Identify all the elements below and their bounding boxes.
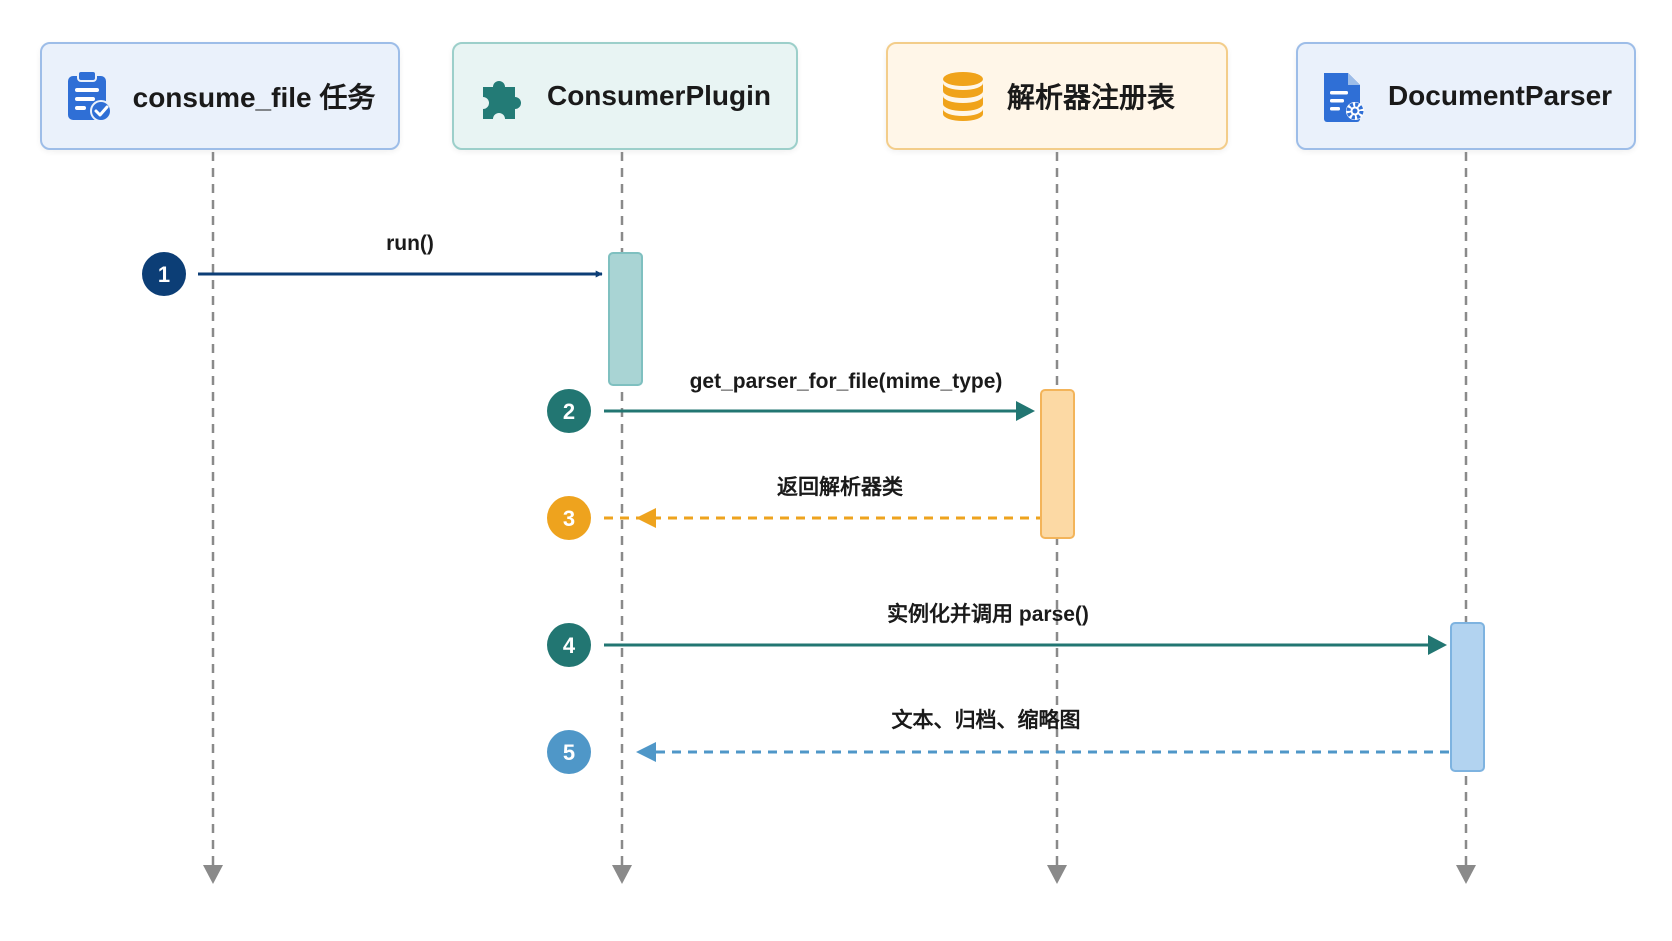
- lifelines: [203, 152, 1476, 884]
- step-number: 4: [563, 633, 576, 658]
- message-3: 3 返回解析器类: [547, 475, 1040, 540]
- message-2: 2 get_parser_for_file(mime_type): [547, 370, 1035, 433]
- arrow-head: [1428, 635, 1447, 655]
- step-number: 2: [563, 399, 575, 424]
- activation-document-parser: [1450, 622, 1485, 772]
- lifeline-end-arrow: [612, 865, 632, 884]
- participant-consumer-plugin: ConsumerPlugin: [452, 42, 798, 150]
- step-number: 5: [563, 740, 575, 765]
- message-1: 1 run(): [142, 232, 603, 296]
- step-marker: [142, 252, 186, 296]
- lifeline-end-arrow: [203, 865, 223, 884]
- participant-label: 解析器注册表: [1006, 82, 1175, 113]
- participant-parser-registry: 解析器注册表: [886, 42, 1228, 150]
- participant-consume-file-task: consume_file 任务: [40, 42, 400, 150]
- participant-label: ConsumerPlugin: [546, 80, 771, 111]
- step-marker: [547, 730, 591, 774]
- step-number: 3: [563, 506, 575, 531]
- activation-consumer-plugin: [608, 252, 643, 386]
- step-marker: [547, 496, 591, 540]
- message-label: 实例化并调用 parse(): [887, 602, 1089, 626]
- step-number: 1: [158, 262, 170, 287]
- database-icon: [942, 72, 983, 121]
- step-marker: [547, 623, 591, 667]
- message-label: 文本、归档、缩略图: [892, 708, 1081, 732]
- puzzle-piece-icon: [482, 81, 521, 119]
- arrow-head: [636, 508, 656, 528]
- step-marker: [547, 389, 591, 433]
- arrow-head: [636, 742, 656, 762]
- document-gear-icon: [1323, 73, 1364, 122]
- arrow-head: [1016, 401, 1035, 421]
- message-4: 4 实例化并调用 parse(): [547, 602, 1447, 667]
- message-label: 返回解析器类: [777, 475, 904, 499]
- message-5: 5 文本、归档、缩略图: [547, 708, 1450, 774]
- lifeline-end-arrow: [1456, 865, 1476, 884]
- message-label: get_parser_for_file(mime_type): [690, 370, 1003, 393]
- clipboard-check-icon: [67, 70, 112, 122]
- participant-document-parser: DocumentParser: [1296, 42, 1636, 150]
- lifeline-end-arrow: [1047, 865, 1067, 884]
- message-label: run(): [386, 232, 434, 255]
- participant-label: DocumentParser: [1387, 80, 1613, 111]
- participant-label: consume_file 任务: [132, 82, 376, 113]
- activation-parser-registry: [1040, 389, 1075, 539]
